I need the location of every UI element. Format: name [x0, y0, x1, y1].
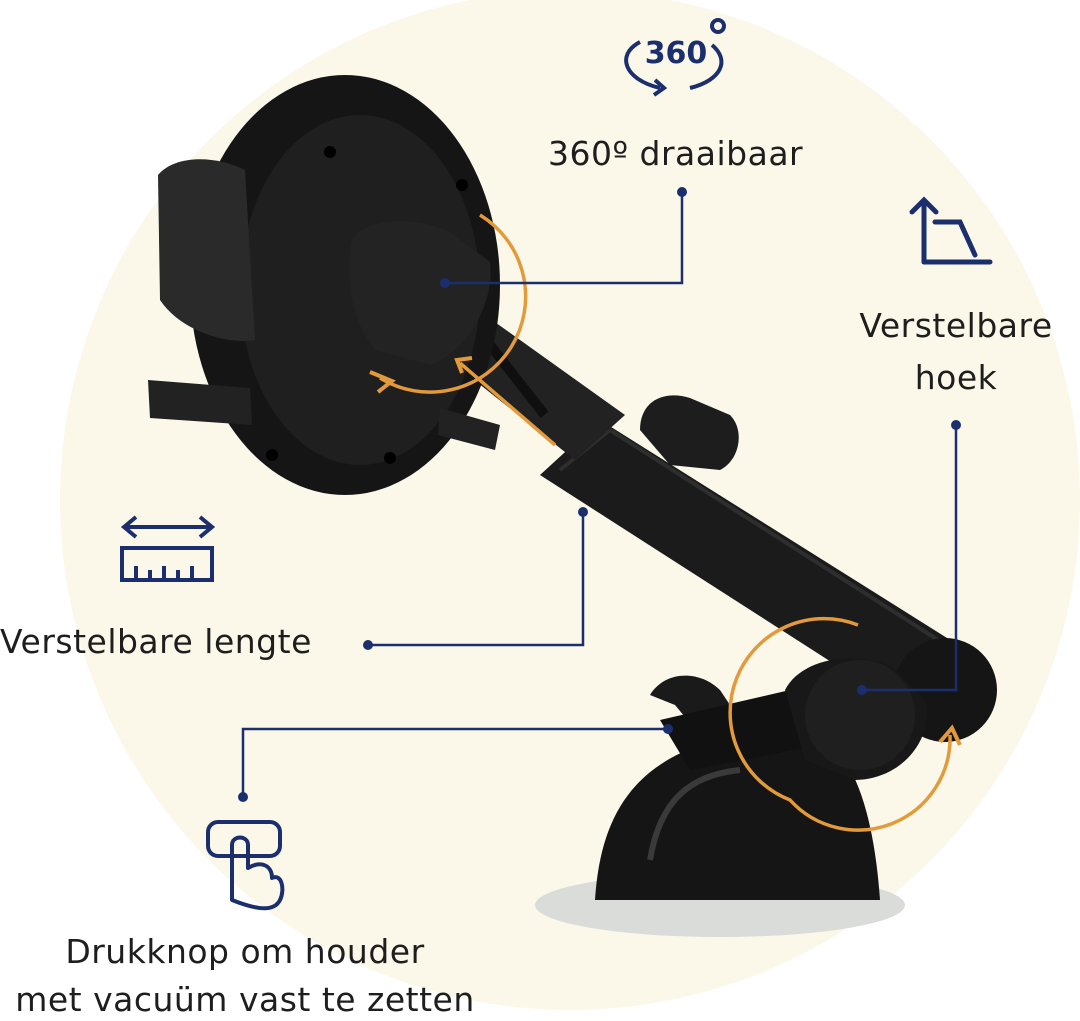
rotate-360-icon: 360: [624, 18, 726, 97]
lock-knob: [640, 395, 739, 470]
button-label-line2: met vacuüm vast te zetten: [15, 980, 475, 1019]
button-label-line1: Drukknop om houder: [65, 932, 425, 971]
angle-arc: [728, 616, 952, 832]
leader-rotation: [445, 192, 684, 285]
press-button-icon: [206, 820, 285, 911]
ball-joint: [349, 221, 491, 365]
leader-lines: [241, 192, 958, 797]
length-arrow: [458, 361, 557, 447]
ruler-width-icon: [120, 515, 216, 582]
rotation-label: 360º draaibaar: [548, 134, 804, 173]
angle-label-line1: Verstelbare: [859, 306, 1053, 345]
leader-angle: [862, 425, 958, 692]
leader-length: [368, 512, 585, 647]
leader-button: [241, 727, 668, 797]
rotation-arc: [379, 213, 528, 394]
lower-arm: [540, 420, 990, 735]
bottom-clamp-right: [438, 408, 500, 450]
length-label: Verstelbare lengte: [0, 622, 312, 661]
motion-arrows: [369, 213, 962, 832]
angle-icon: [909, 196, 993, 265]
clamp-pad: [158, 159, 255, 341]
bottom-clamp-left: [148, 380, 252, 425]
base-dome: [595, 735, 880, 900]
angle-label-line2: hoek: [914, 358, 998, 397]
rotate-badge: 360: [645, 36, 708, 71]
